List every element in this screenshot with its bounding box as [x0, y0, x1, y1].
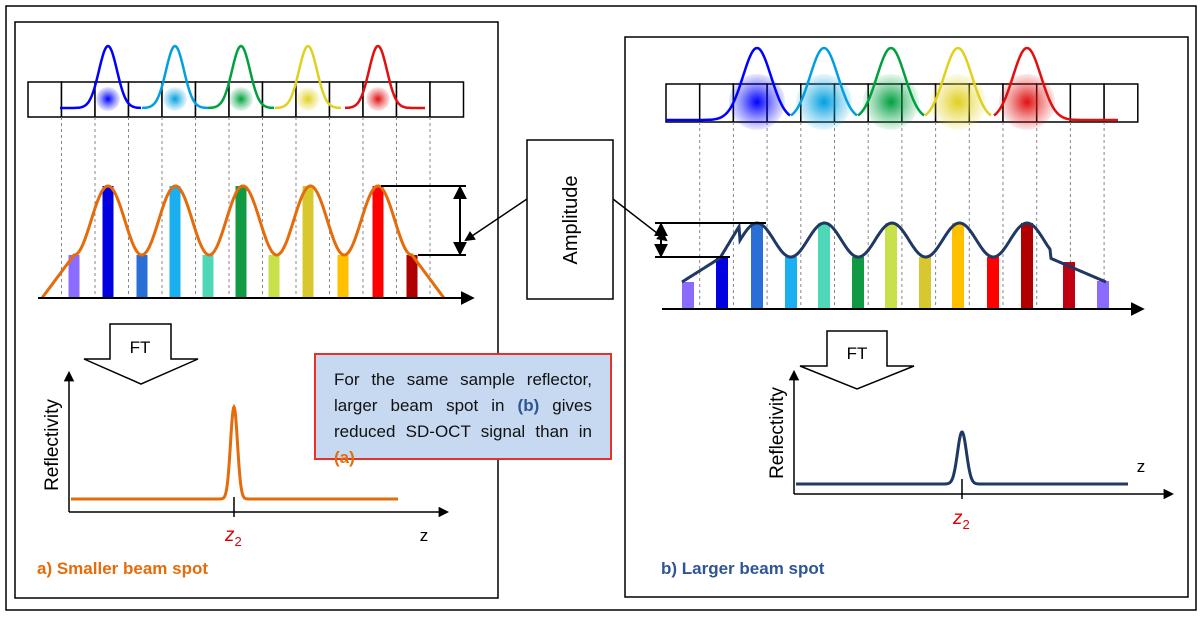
amplitude-label: Amplitude: [560, 176, 582, 265]
pa-bar: [202, 255, 214, 298]
panel-a-x-axis-label: z: [420, 526, 429, 545]
pb-spectrum-curve: [993, 46, 1118, 122]
panel-b-interference-curve: [681, 221, 1107, 284]
pa-spectrum-curve: [275, 44, 341, 110]
pa-spectrum-curve: [208, 44, 274, 110]
panel-b-spectrum-curves: [666, 46, 1118, 122]
pb-beam-spot: [999, 74, 1055, 130]
panel-a-ft-label: FT: [130, 338, 151, 357]
pa-beam-spot: [366, 87, 390, 111]
pa-bar: [302, 186, 314, 298]
pb-spectrum-curve: [790, 46, 858, 117]
panel-a-spectrum-curves: [60, 44, 425, 110]
pa-bar: [136, 255, 148, 298]
pa-beam-spot: [296, 87, 320, 111]
pa-spectrum-curve: [142, 44, 208, 110]
pb-bar: [751, 223, 763, 309]
pa-bar: [372, 186, 384, 298]
pb-bar: [852, 257, 864, 309]
pa-bar: [68, 255, 80, 298]
pa-detector-cell: [429, 81, 465, 118]
panel-a-frame: [14, 21, 499, 599]
panel-a-beam-spots: [96, 87, 390, 111]
panel-b-caption: b) Larger beam spot: [661, 559, 825, 578]
pb-detector-cell: [665, 83, 701, 123]
panel-a-caption: a) Smaller beam spot: [37, 559, 209, 578]
pb-bar: [919, 257, 931, 309]
panel-a-ft-arrow: [83, 323, 199, 385]
pb-bar: [682, 282, 694, 309]
pa-detector-cell: [328, 81, 364, 118]
pa-bar: [169, 186, 181, 298]
pb-bar: [952, 223, 964, 309]
pb-bar: [1097, 281, 1109, 309]
panel-b-ft-arrow: [799, 330, 915, 390]
panel-b-peak-label: z2: [952, 508, 970, 532]
pb-detector-cell: [1103, 83, 1139, 123]
panel-b-interference-bars: [682, 223, 1109, 309]
pb-spectrum-curve: [666, 46, 791, 122]
pa-bar: [337, 255, 349, 298]
pa-beam-spot: [163, 87, 187, 111]
outer-frame: [5, 5, 1197, 611]
pa-detector-cell: [27, 81, 63, 118]
panel-a-amplitude-marker: [381, 185, 467, 256]
pa-spectrum-curve: [60, 44, 141, 110]
pb-spectrum-curve: [924, 46, 992, 117]
panel-b-x-axis-label: z: [1137, 457, 1146, 476]
pb-beam-spot: [863, 74, 919, 130]
pa-beam-spot: [96, 87, 120, 111]
pb-bar: [716, 258, 728, 309]
panel-b-reflectivity-curve: [796, 430, 1128, 486]
pa-beam-spot: [229, 87, 253, 111]
amplitude-pointer-left: [464, 198, 528, 242]
pa-bar: [406, 255, 418, 298]
pb-bar: [785, 257, 797, 309]
panel-a-interference-bars: [68, 186, 418, 298]
pa-bar: [268, 255, 280, 298]
pa-detector-cell: [395, 81, 431, 118]
comparison-note: For the same sample reflector, larger be…: [314, 353, 612, 467]
panel-a-peak-label: z2: [224, 525, 242, 549]
pb-beam-spot: [796, 74, 852, 130]
panel-b-frame: [624, 36, 1189, 598]
pb-detector-cell: [1069, 83, 1105, 123]
pb-bar: [987, 257, 999, 309]
panel-a-projection-lines: [61, 117, 431, 298]
pa-spectrum-curve: [345, 44, 425, 110]
pb-detector-cell: [698, 83, 735, 123]
pb-beam-spot: [729, 74, 785, 130]
panel-b-y-axis-label: Reflectivity: [767, 387, 788, 479]
panel-b-projection-lines: [699, 122, 1105, 309]
pa-bar: [235, 186, 247, 298]
panel-b-beam-spots: [729, 74, 1055, 130]
pb-bar: [885, 223, 897, 309]
panel-a-interference-curve: [40, 184, 446, 299]
pb-spectrum-curve: [857, 46, 925, 117]
pb-bar: [818, 223, 830, 309]
panel-a-y-axis-label: Reflectivity: [42, 399, 63, 491]
pb-beam-spot: [930, 74, 986, 130]
amplitude-box: [526, 139, 614, 300]
panel-b-ft-label: FT: [847, 344, 868, 363]
panel-a-reflectivity-curve: [71, 403, 398, 501]
pb-bar: [1063, 262, 1075, 309]
pa-bar: [102, 186, 114, 298]
amplitude-pointer-right: [612, 198, 668, 242]
pb-bar: [1021, 223, 1033, 309]
